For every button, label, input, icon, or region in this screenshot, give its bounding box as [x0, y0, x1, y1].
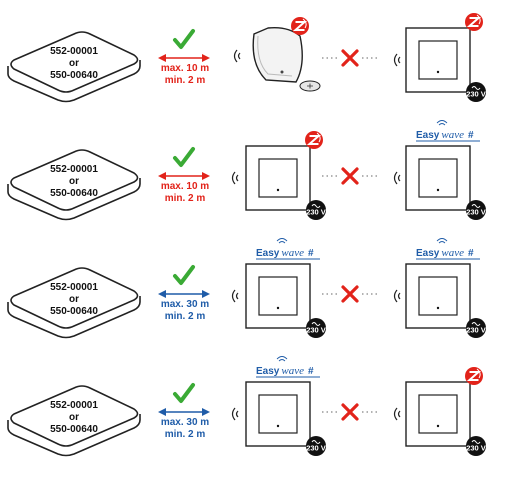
- signal-waves-icon: [231, 407, 239, 421]
- gateway-model-1: 552-00001: [50, 400, 98, 411]
- checkmark-icon: [173, 29, 195, 49]
- gateway-model-1: 552-00001: [50, 164, 98, 175]
- range-max: max. 30 m: [161, 299, 209, 310]
- power-230v-badge: 230 V: [466, 200, 486, 220]
- power-230v-badge: 230 V: [306, 318, 326, 338]
- range-min: min. 2 m: [165, 311, 206, 322]
- gateway-model-1: 552-00001: [50, 282, 98, 293]
- zwave-logo-icon: [305, 131, 323, 149]
- zwave-logo-icon: [291, 17, 309, 35]
- checkmark-icon: [173, 265, 195, 285]
- signal-waves-icon: [393, 53, 401, 67]
- cross-icon: [341, 49, 359, 67]
- wall-switch-device: 230 V: [405, 367, 486, 456]
- power-label: 230 V: [306, 444, 326, 453]
- power-230v-badge: 230 V: [466, 318, 486, 338]
- cross-icon: [341, 403, 359, 421]
- cross-icon: [341, 285, 359, 303]
- zwave-logo-icon: [465, 13, 483, 31]
- gateway-or: or: [69, 294, 79, 305]
- coin-battery-icon: [299, 80, 321, 92]
- no-link-indicator: [322, 403, 378, 421]
- wall-switch-device: 230 V: [405, 13, 486, 102]
- power-label: 230 V: [466, 90, 486, 99]
- gateway-or: or: [69, 412, 79, 423]
- wall-switch-device: 230 V: [245, 131, 326, 220]
- checkmark-icon: [173, 383, 195, 403]
- plug-in-repeater-device: [252, 17, 321, 92]
- power-label: 230 V: [466, 326, 486, 335]
- gateway-model-2: 550-00640: [50, 424, 98, 435]
- power-label: 230 V: [466, 208, 486, 217]
- no-link-indicator: [322, 49, 378, 67]
- signal-waves-icon: [233, 49, 241, 63]
- no-link-indicator: [322, 167, 378, 185]
- power-label: 230 V: [306, 208, 326, 217]
- signal-waves-icon: [393, 289, 401, 303]
- range-max: max. 10 m: [161, 181, 209, 192]
- no-link-indicator: [322, 285, 378, 303]
- power-230v-badge: 230 V: [466, 436, 486, 456]
- gateway-model-2: 550-00640: [50, 306, 98, 317]
- gateway-model-2: 550-00640: [50, 70, 98, 81]
- power-230v-badge: 230 V: [466, 82, 486, 102]
- range-max: max. 10 m: [161, 63, 209, 74]
- range-max: max. 30 m: [161, 417, 209, 428]
- gateway-model-1: 552-00001: [50, 46, 98, 57]
- gateway-or: or: [69, 176, 79, 187]
- range-min: min. 2 m: [165, 75, 206, 86]
- signal-waves-icon: [393, 171, 401, 185]
- power-label: 230 V: [306, 326, 326, 335]
- power-label: 230 V: [466, 444, 486, 453]
- gateway-or: or: [69, 58, 79, 69]
- power-230v-badge: 230 V: [306, 436, 326, 456]
- signal-waves-icon: [393, 407, 401, 421]
- zwave-logo-icon: [465, 367, 483, 385]
- signal-waves-icon: [231, 171, 239, 185]
- range-min: min. 2 m: [165, 193, 206, 204]
- cross-icon: [341, 167, 359, 185]
- range-min: min. 2 m: [165, 429, 206, 440]
- gateway-model-2: 550-00640: [50, 188, 98, 199]
- power-230v-badge: 230 V: [306, 200, 326, 220]
- checkmark-icon: [173, 147, 195, 167]
- signal-waves-icon: [231, 289, 239, 303]
